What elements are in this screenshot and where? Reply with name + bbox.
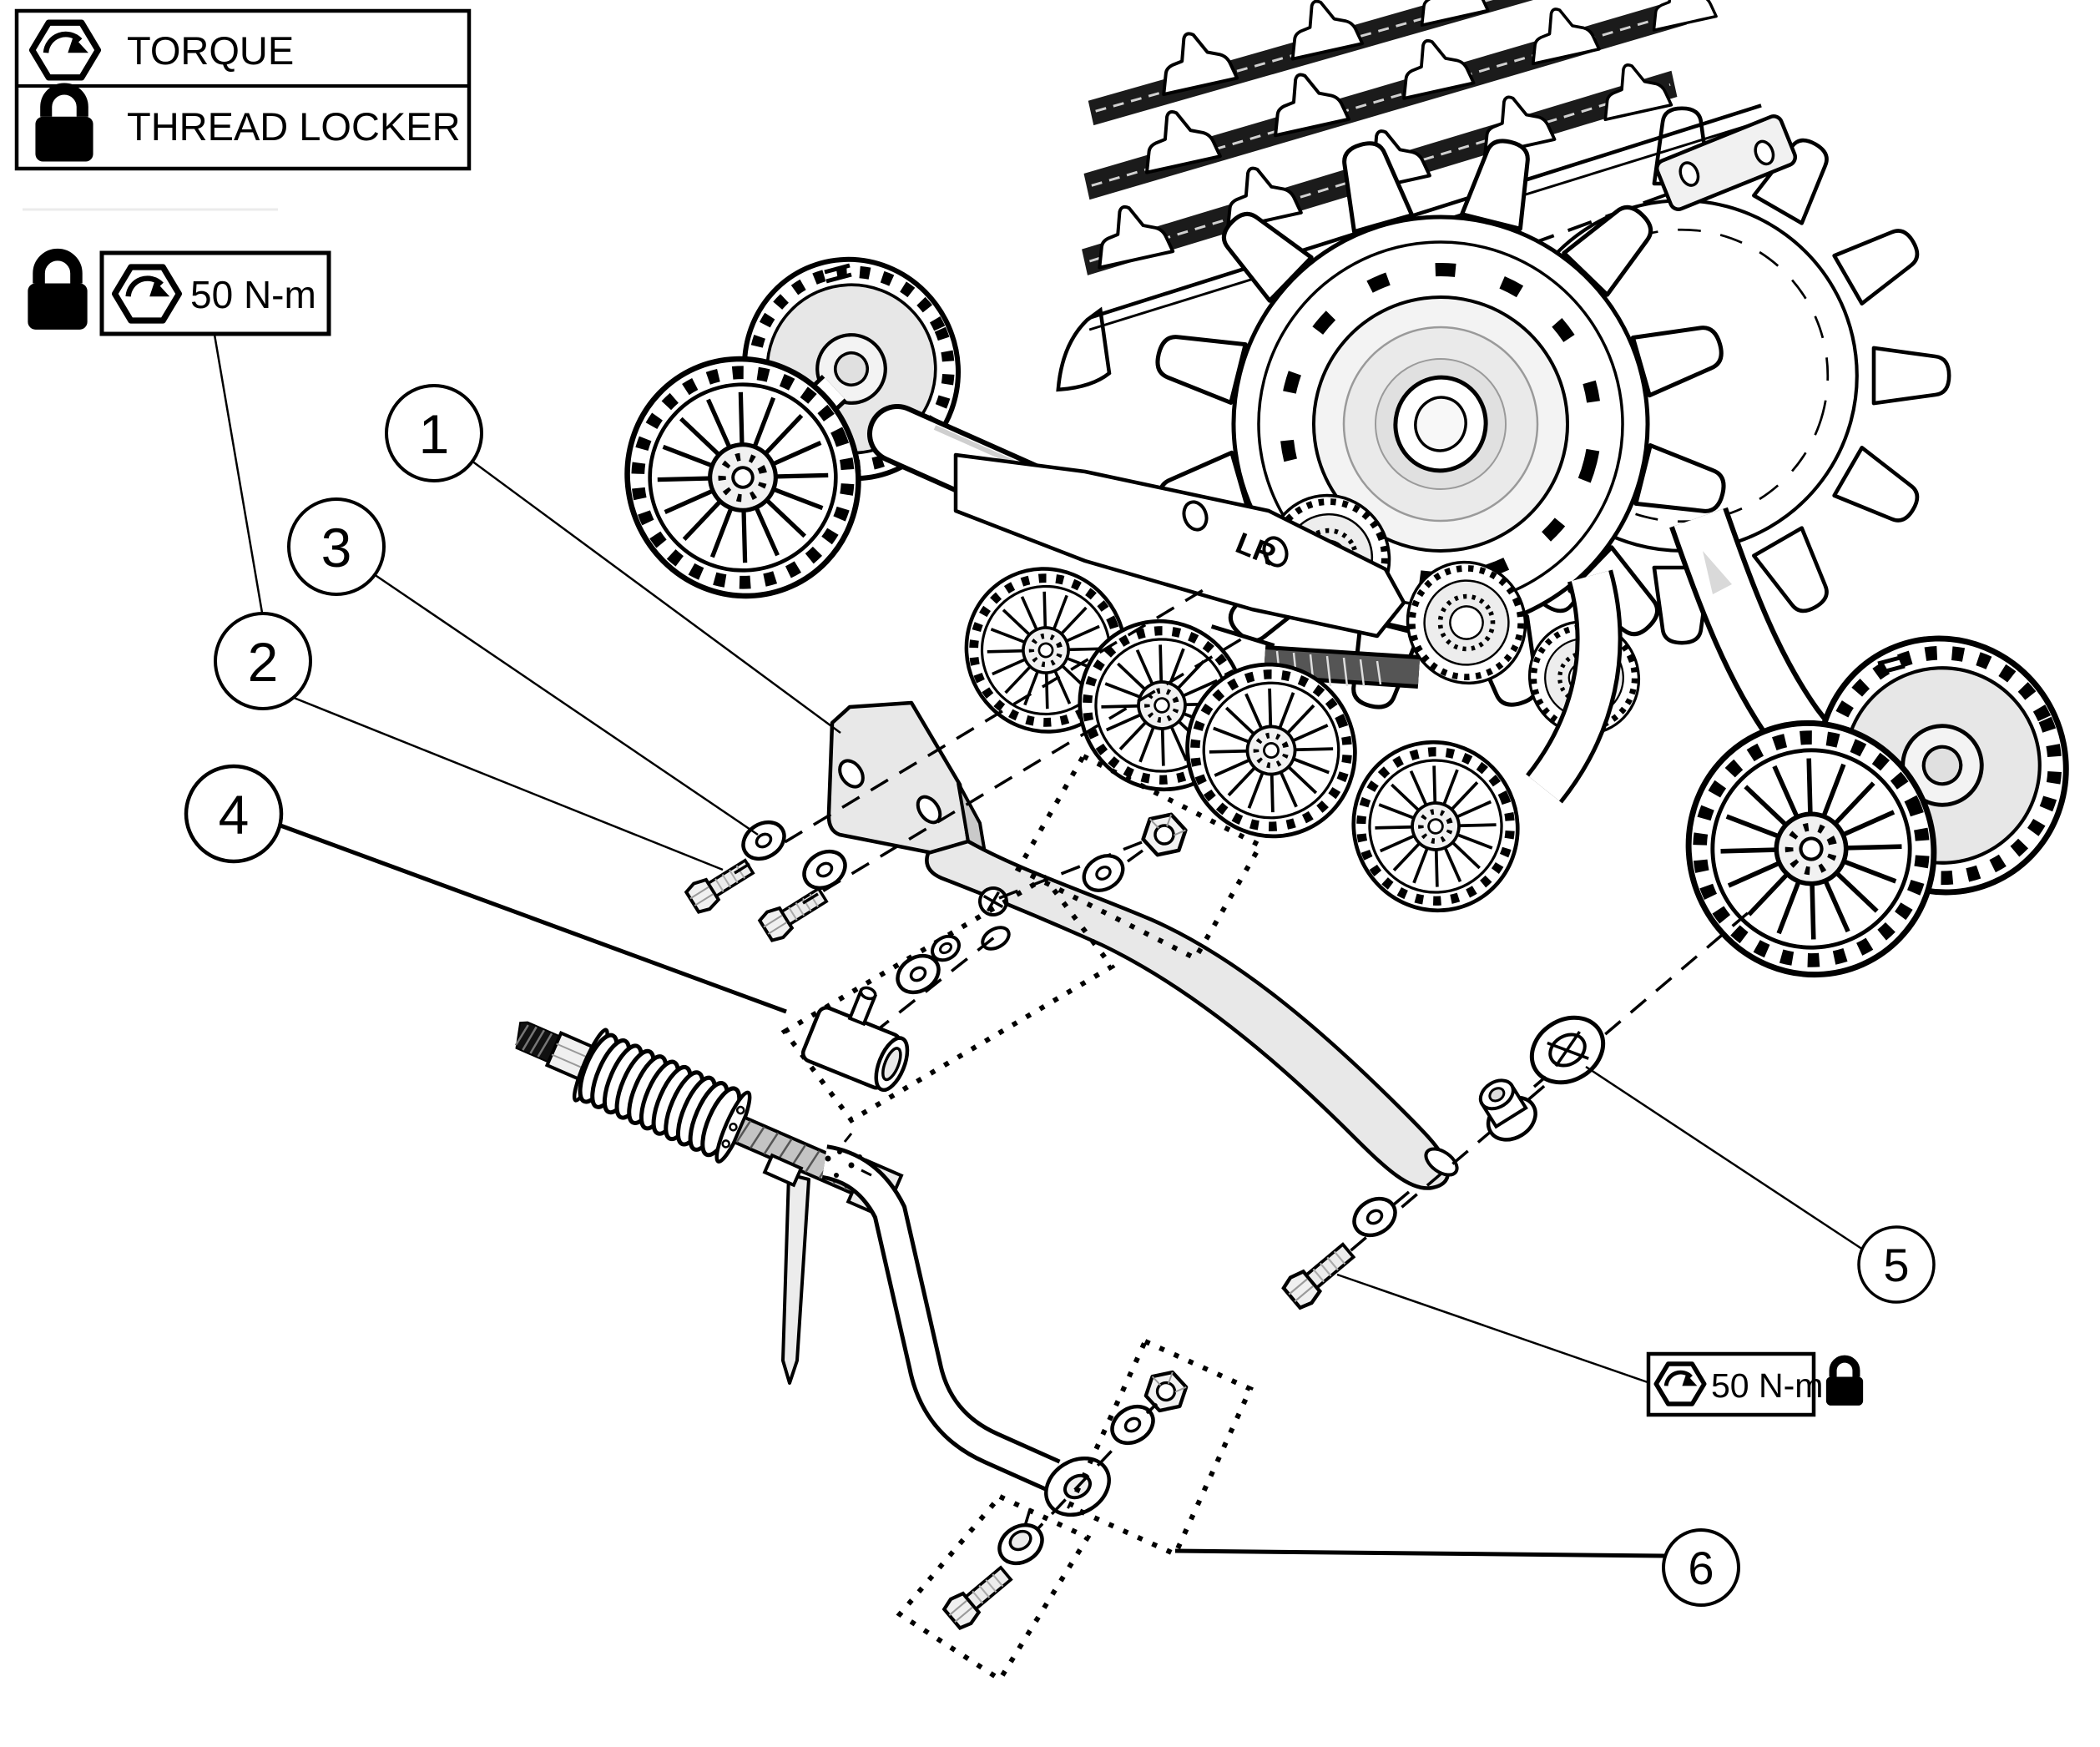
torque-callout-bottom-right: 50 N-m (1646, 1351, 1863, 1417)
torque-callout-top-left: 50 N-m (28, 253, 331, 336)
thread-locker-padlock-icon (1826, 1359, 1863, 1406)
flat-washer (736, 815, 790, 866)
cup-washer (997, 1508, 1044, 1566)
flat-washer (1347, 1191, 1401, 1242)
leader-torque-bottom (1336, 1273, 1648, 1384)
hex-bolt (756, 881, 833, 945)
callout-1-number: 1 (419, 403, 450, 465)
torque-value-bottom: 50 N-m (1711, 1366, 1823, 1405)
dotted-box-bottom-left (896, 1493, 1092, 1684)
part-callout-circles: 1 3 2 4 5 6 (184, 384, 1936, 1607)
leader-lines (213, 334, 1864, 1558)
legend-box: TORQUE THREAD LOCKER (14, 8, 472, 171)
pivot-bushing (1478, 1078, 1537, 1142)
flat-washer (1078, 849, 1129, 897)
bogie-wheel-4 (1327, 716, 1545, 937)
wheel-mark (824, 263, 852, 284)
hex-nut (1142, 1370, 1189, 1412)
thread-locker-padlock-icon (28, 255, 87, 330)
swing-arm-beam: LR (953, 452, 1406, 639)
callout-2: 2 (214, 612, 312, 710)
callout-1: 1 (385, 384, 483, 482)
legend-thread-locker-label: THREAD LOCKER (127, 104, 461, 149)
spacer-sleeve (800, 986, 910, 1093)
callout-5-number: 5 (1883, 1239, 1909, 1291)
flange-nut (931, 934, 961, 962)
retainer-blade (781, 1173, 810, 1385)
hex-bolt (942, 1562, 1017, 1631)
mount-bracket-part (826, 700, 1459, 1190)
callout-6-number: 6 (1688, 1542, 1714, 1594)
suspension-illustration: LR (514, 0, 2100, 1684)
leader-2 (293, 696, 724, 871)
leader-4 (280, 823, 787, 1014)
hex-nut (1139, 812, 1189, 857)
flat-washer (797, 844, 851, 895)
callout-3: 3 (287, 497, 386, 596)
callout-5: 5 (1857, 1225, 1936, 1304)
callout-6: 6 (1662, 1528, 1740, 1607)
hardware-dotted-boxes (780, 753, 1265, 1684)
callout-4-number: 4 (219, 784, 250, 846)
callout-4: 4 (184, 764, 284, 864)
clamp-tab (762, 1153, 804, 1188)
torque-value-top: 50 N-m (190, 273, 316, 316)
drive-sprocket (1088, 72, 1793, 776)
leader-3 (373, 573, 759, 836)
wheel-mark (1877, 654, 1906, 675)
callout-3-number: 3 (321, 517, 352, 578)
pivot-washer-item5 (1529, 1015, 1606, 1085)
leader-5 (1585, 1065, 1864, 1251)
leader-torque-top (213, 334, 264, 613)
stake-marks (825, 1133, 872, 1178)
hex-bolt (1281, 1238, 1359, 1310)
track-clip-plate (1654, 114, 1798, 211)
spring-adjuster-assembly (514, 1021, 1111, 1517)
fasteners (683, 812, 1606, 1631)
hex-bolt (683, 852, 760, 916)
legend-torque-label: TORQUE (127, 28, 294, 73)
dotted-box-lower (780, 875, 1116, 1123)
leader-1 (471, 459, 841, 735)
callout-2-number: 2 (248, 631, 279, 693)
leader-6 (1174, 1548, 1665, 1558)
